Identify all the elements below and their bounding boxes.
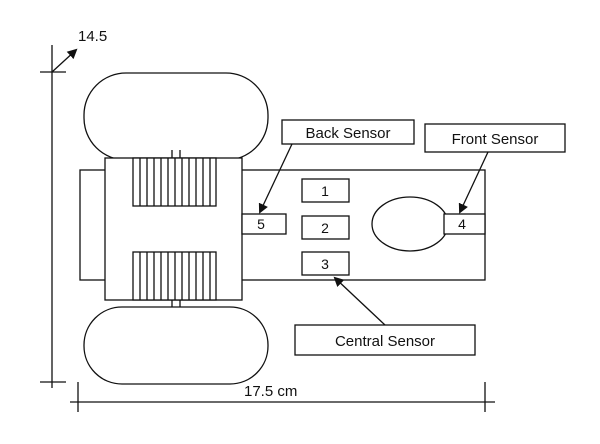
back-sensor-label: Back Sensor	[305, 125, 390, 142]
central-sensor-label: Central Sensor	[335, 333, 435, 350]
front-sensor-callout-box	[424, 123, 566, 153]
back-sensor-callout-box	[281, 119, 415, 145]
width-dimension-label: 17.5 cm	[244, 383, 297, 400]
sensor-4-box	[443, 213, 486, 235]
sensor-5-box	[241, 213, 287, 235]
height-dimension-line	[40, 45, 66, 388]
front-sensor-label: Front Sensor	[452, 131, 539, 148]
ball-caster	[371, 196, 449, 252]
sensor-3-box	[301, 251, 350, 276]
height-dimension-label: 14.5	[78, 28, 107, 45]
sensor-2-label: 2	[321, 220, 329, 236]
top-wheel	[83, 72, 269, 161]
bottom-gear	[132, 251, 217, 301]
sensor-5-label: 5	[257, 216, 265, 232]
sensor-1-label: 1	[321, 183, 329, 199]
central-sensor-arrow	[333, 276, 386, 326]
sensor-1-box	[301, 178, 350, 203]
width-dimension-line	[70, 382, 495, 412]
front-sensor-arrow	[458, 151, 489, 214]
height-leader-arrow	[51, 48, 78, 73]
sensor-3-label: 3	[321, 256, 329, 272]
back-sensor-arrow	[258, 143, 293, 214]
bottom-wheel	[83, 306, 269, 385]
top-gear	[132, 157, 217, 207]
sensor-2-box	[301, 215, 350, 240]
sensor-4-label: 4	[458, 216, 466, 232]
